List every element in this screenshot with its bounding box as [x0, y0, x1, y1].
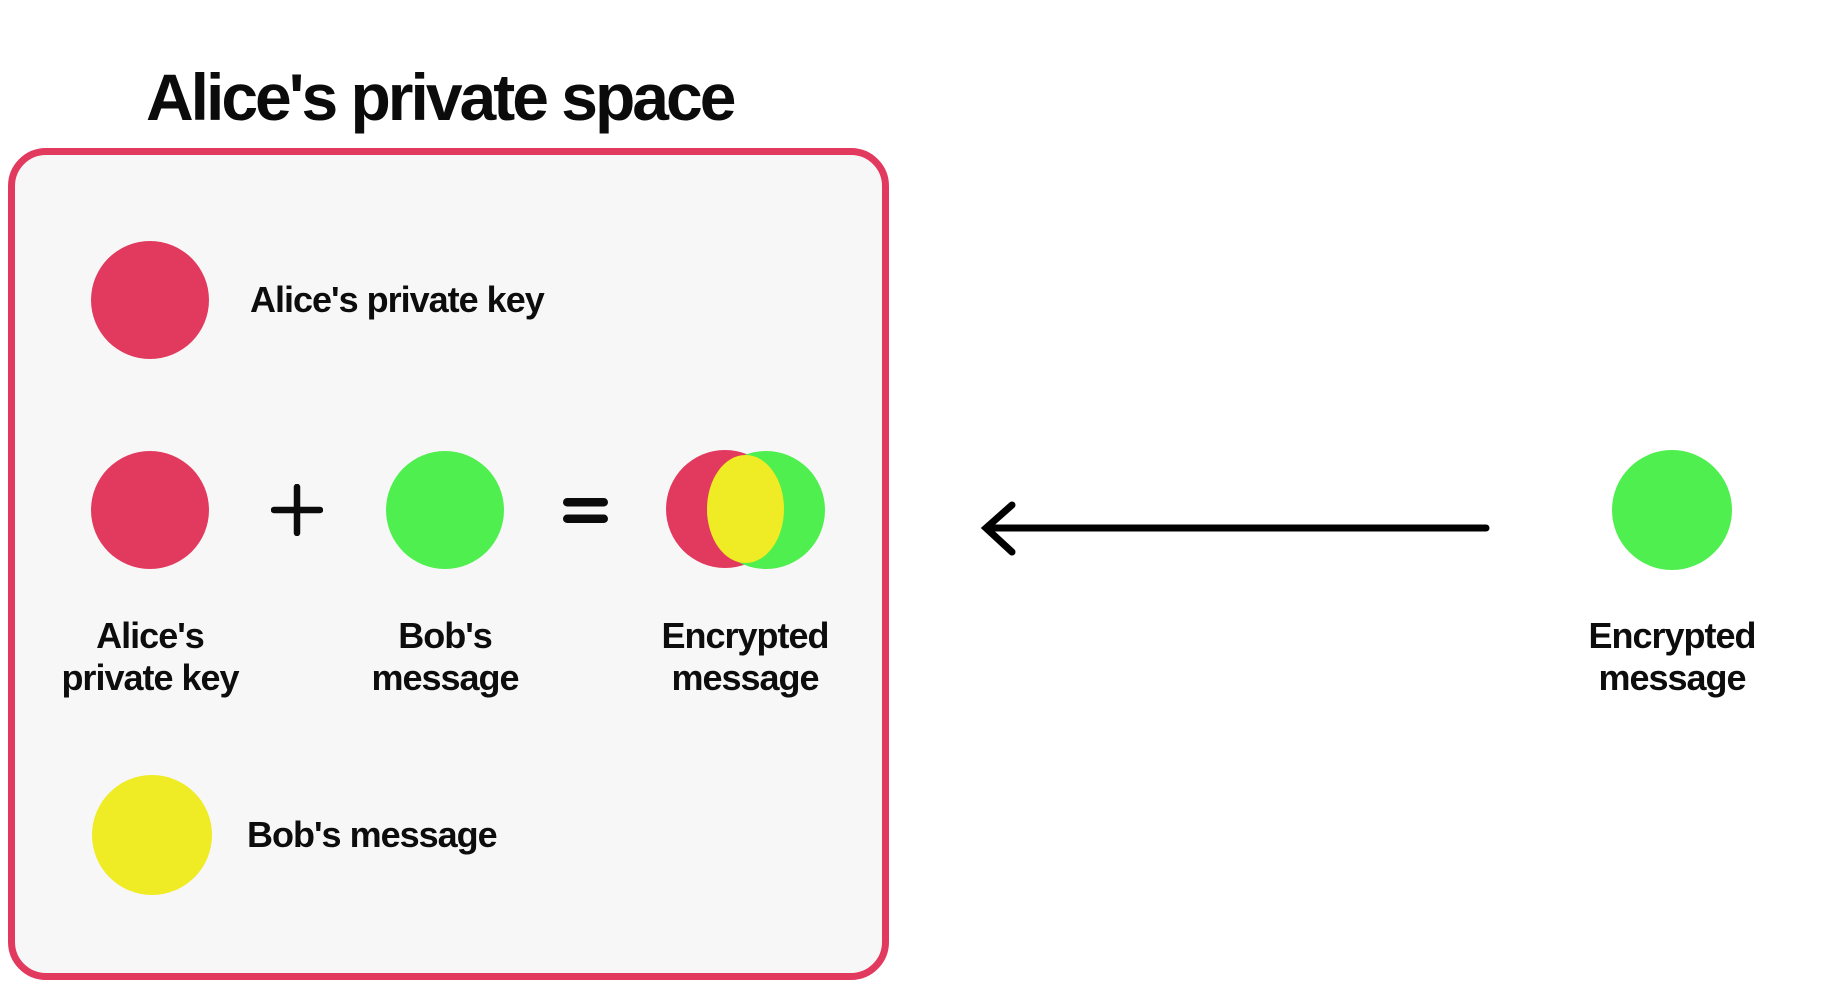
alice-private-key-circle: [91, 241, 209, 359]
equals-icon: [563, 498, 608, 523]
equation-bob-message-circle: [386, 451, 504, 569]
encrypted-message-symbol: [666, 450, 826, 570]
plus-icon: [271, 484, 323, 536]
incoming-encrypted-message-circle: [1612, 450, 1732, 570]
encrypted-yellow-overlap: [707, 455, 784, 563]
incoming-encrypted-message-caption: Encrypted message: [1588, 615, 1756, 698]
bob-message-label: Bob's message: [247, 814, 498, 855]
alice-private-key-label: Alice's private key: [250, 279, 545, 320]
equation-alice-key-circle: [91, 451, 209, 569]
equation-operand1-caption: Alice's private key: [61, 615, 239, 698]
bob-message-circle: [92, 775, 212, 895]
page-title: Alice's private space: [146, 60, 736, 134]
arrow-left-icon: [980, 501, 1490, 556]
equation-operand2-caption: Bob's message: [371, 615, 519, 698]
equation-result-caption: Encrypted message: [661, 615, 829, 698]
